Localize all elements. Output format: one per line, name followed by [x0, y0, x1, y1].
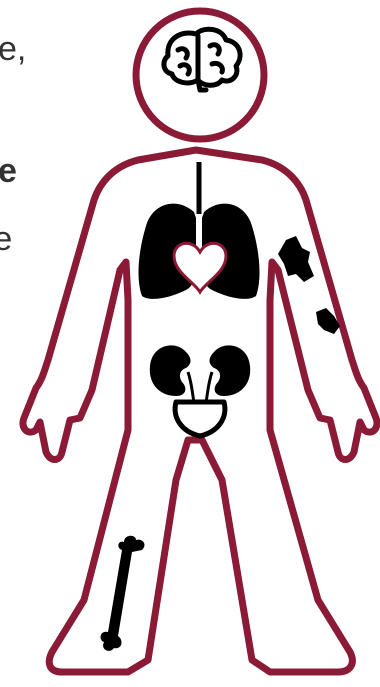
- brain-icon: [164, 29, 240, 90]
